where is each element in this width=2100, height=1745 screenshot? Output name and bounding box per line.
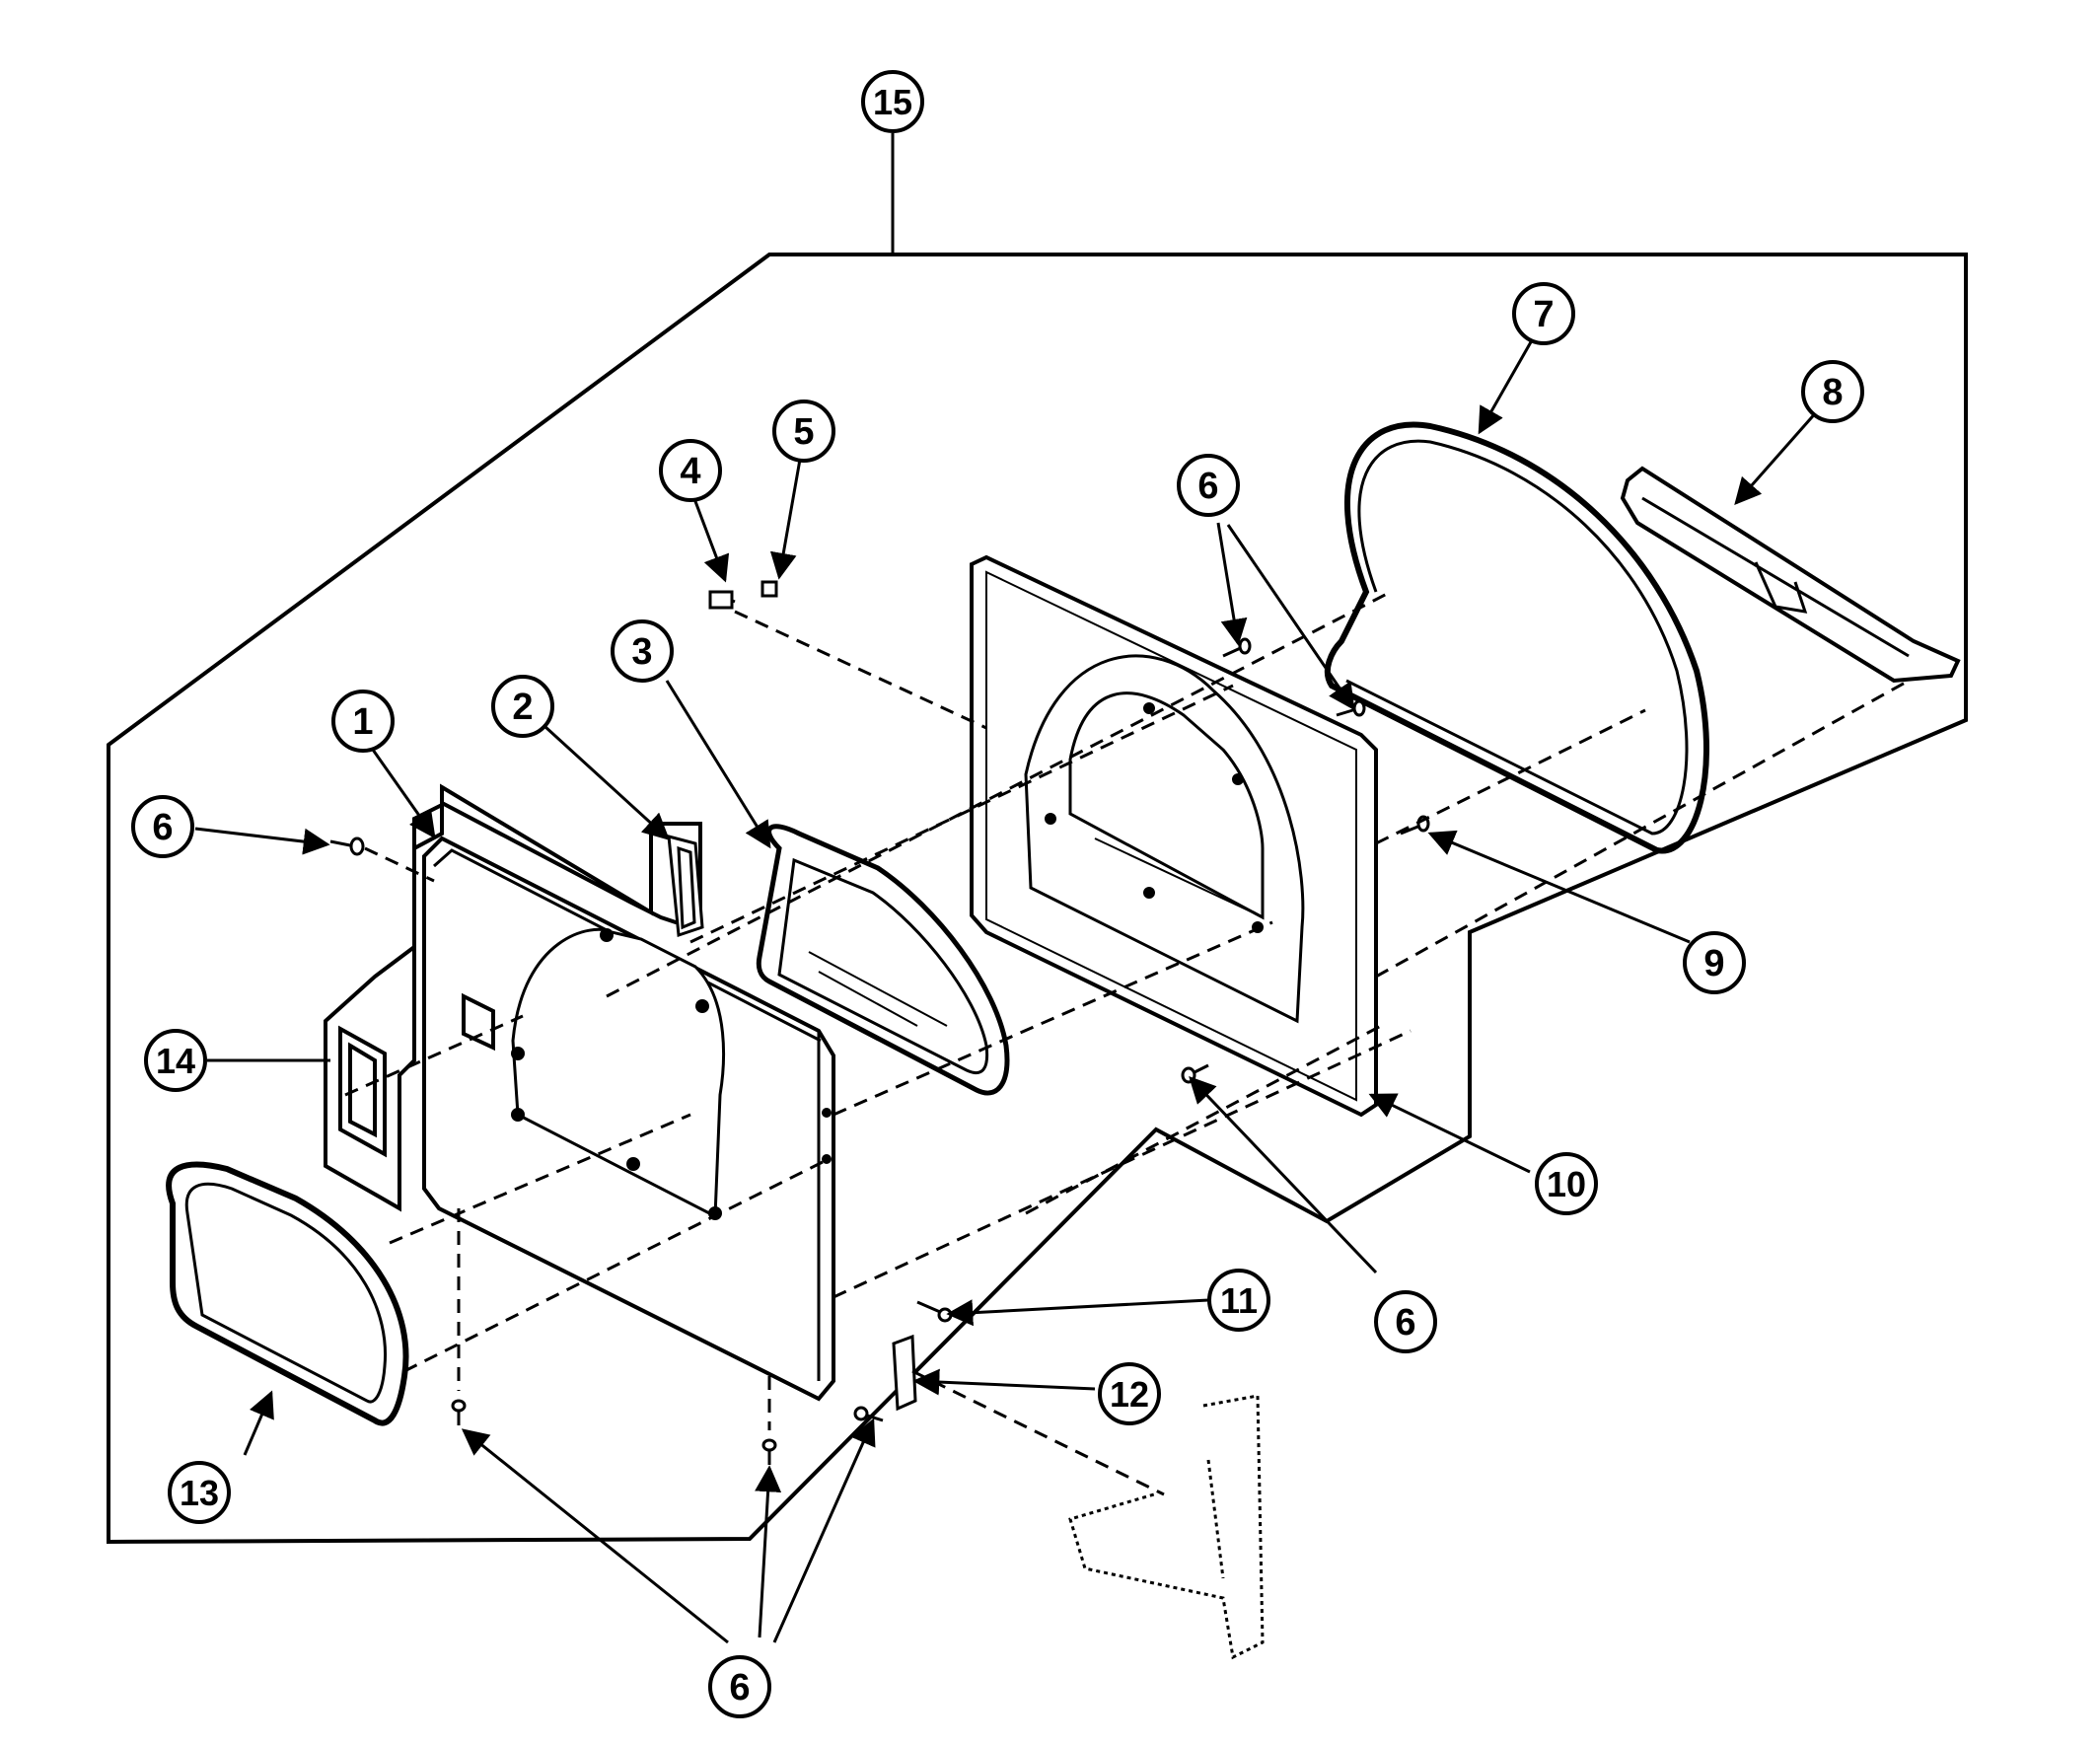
part-8-handle bbox=[1620, 466, 1961, 684]
callout-circle bbox=[1512, 282, 1575, 345]
callout-c13: 13 bbox=[168, 1461, 231, 1524]
callout-number: 15 bbox=[873, 82, 912, 122]
screw-icons bbox=[329, 580, 1430, 1465]
callout-c14: 14 bbox=[144, 1029, 207, 1092]
callout-circle bbox=[168, 1461, 231, 1524]
callout-number: 9 bbox=[1703, 943, 1724, 984]
callout-circle bbox=[1098, 1362, 1161, 1425]
callout-number: 2 bbox=[512, 687, 533, 728]
part-2-latch bbox=[667, 835, 704, 938]
callout-circle bbox=[861, 70, 924, 133]
callout-number: 1 bbox=[352, 701, 373, 743]
callout-circle bbox=[131, 795, 194, 858]
part-13-trim-ring bbox=[166, 1161, 409, 1426]
callout-c11: 11 bbox=[1207, 1269, 1270, 1332]
callout-number: 14 bbox=[156, 1041, 195, 1081]
cabinet-fragment bbox=[1068, 1394, 1265, 1660]
callout-number: 6 bbox=[1197, 466, 1218, 507]
leader-lines bbox=[194, 339, 1820, 1644]
callout-circle bbox=[772, 400, 835, 463]
screw-icon bbox=[329, 836, 365, 856]
screw-icon bbox=[708, 590, 736, 610]
part-12-hinge bbox=[892, 1334, 917, 1412]
callout-c8: 8 bbox=[1801, 360, 1864, 423]
part-3-gasket-ring bbox=[756, 824, 1010, 1096]
part-10-inner-door-panel bbox=[970, 554, 1378, 1118]
callout-circle bbox=[1535, 1152, 1598, 1215]
callout-number: 4 bbox=[680, 451, 700, 492]
callout-c12: 12 bbox=[1098, 1362, 1161, 1425]
screw-icon bbox=[1336, 699, 1366, 717]
callout-number: 5 bbox=[793, 411, 814, 453]
callout-c15: 15 bbox=[861, 70, 924, 133]
screw-icon bbox=[1181, 1063, 1209, 1084]
callout-circle bbox=[144, 1029, 207, 1092]
callout-circle bbox=[491, 675, 554, 738]
callout-number: 11 bbox=[1220, 1280, 1258, 1321]
callout-c9: 9 bbox=[1683, 931, 1746, 994]
callout-number: 13 bbox=[180, 1473, 219, 1513]
callout-circle bbox=[659, 439, 722, 502]
callout-number: 12 bbox=[1110, 1374, 1149, 1415]
callout-c1: 1 bbox=[331, 690, 395, 753]
screw-icon bbox=[451, 1399, 467, 1425]
part-11-screw bbox=[916, 1300, 953, 1323]
part-7-door-gasket bbox=[1324, 421, 1709, 854]
alignment-lines bbox=[344, 590, 1910, 1496]
callout-number: 7 bbox=[1533, 294, 1554, 335]
callout-number: 8 bbox=[1822, 372, 1843, 413]
screw-icon bbox=[760, 580, 778, 598]
callout-c10: 10 bbox=[1535, 1152, 1598, 1215]
callout-number: 6 bbox=[729, 1667, 750, 1709]
callout-number: 3 bbox=[631, 631, 652, 673]
callout-number: 10 bbox=[1547, 1164, 1586, 1204]
callout-circle bbox=[1801, 360, 1864, 423]
callout-circle bbox=[1207, 1269, 1270, 1332]
callout-circle bbox=[708, 1655, 771, 1718]
callout-c6b: 6 bbox=[131, 795, 194, 858]
callout-number: 6 bbox=[152, 807, 173, 848]
callout-c5: 5 bbox=[772, 400, 835, 463]
callout-c7: 7 bbox=[1512, 282, 1575, 345]
panel-window-outline bbox=[511, 927, 725, 1219]
callout-c6d: 6 bbox=[708, 1655, 771, 1718]
callout-circle bbox=[331, 690, 395, 753]
callout-circle bbox=[611, 619, 674, 683]
callout-circle bbox=[1683, 931, 1746, 994]
callout-circle bbox=[1177, 454, 1240, 517]
callout-c6a: 6 bbox=[1177, 454, 1240, 517]
callout-circle bbox=[1374, 1290, 1437, 1353]
screw-icon bbox=[761, 1438, 777, 1465]
callout-number: 6 bbox=[1395, 1302, 1415, 1344]
callout-c6c: 6 bbox=[1374, 1290, 1437, 1353]
assembly-boundary bbox=[107, 253, 1968, 1545]
part-1-outer-door-panel bbox=[422, 836, 835, 1402]
callout-c2: 2 bbox=[491, 675, 554, 738]
callout-c3: 3 bbox=[611, 619, 674, 683]
callout-c4: 4 bbox=[659, 439, 722, 502]
